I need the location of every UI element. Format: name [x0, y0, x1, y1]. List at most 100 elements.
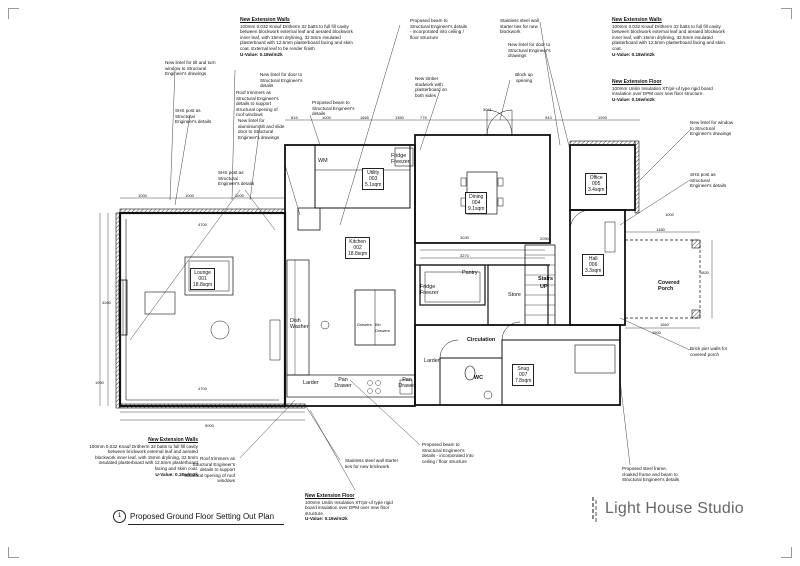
room-name: Lounge — [194, 270, 211, 276]
room-dining: Dining 004 9.1sqm — [465, 192, 488, 214]
note-lintel-tilt: New lintel for tilt and turn window to S… — [165, 60, 216, 77]
note-heading: New Extension Floor — [612, 79, 662, 85]
note-shs-post-mid: SHS post as Structural Engineer's detail… — [218, 170, 255, 187]
label-larder: Larder — [424, 358, 440, 364]
note-lintel-door: New lintel for door to Structural Engine… — [260, 72, 303, 89]
dim: 1500 — [652, 330, 661, 335]
note-lintel-alum: New lintel for aluminium tilt and slide … — [238, 118, 285, 140]
brick-pier-top — [691, 239, 701, 249]
dim: 815 — [291, 115, 298, 120]
dim: 1820 — [700, 270, 709, 275]
note-block-up: Block up opening — [515, 72, 533, 83]
dim: 1665 — [360, 115, 369, 120]
note-body: 100mm 0.032 Knauf Dritherm 32 batts to f… — [89, 443, 198, 471]
label-store: Store — [508, 292, 521, 298]
note-ext-walls-right: New Extension Walls 100mm 0.032 Knauf Dr… — [612, 17, 730, 57]
label-pan-drawer-2: Pan Drawer — [398, 377, 416, 389]
label-pantry: Pantry — [462, 270, 478, 276]
label-pan-drawer: Pan Drawer — [334, 377, 352, 389]
note-steel-starter-top: Stainless steel wall starter ties for ne… — [500, 18, 539, 35]
note-shs-post-left: SHS post as Structural Engineer's detail… — [175, 108, 212, 125]
crop-mark — [8, 8, 19, 19]
note-body: 100mm Unilin Insulation XT/pir-uf type r… — [612, 85, 713, 97]
room-area: 3.3sqm — [585, 268, 602, 274]
dim: 1990 — [95, 380, 104, 385]
label-bin-drawers: Bin Drawers — [375, 322, 390, 333]
label-wc: WC — [474, 375, 483, 381]
room-name: Hall — [588, 256, 598, 262]
dim: 1480 — [656, 227, 665, 232]
wall-kitchen — [284, 144, 416, 407]
note-heading: New Extension Walls — [240, 17, 290, 23]
snug-sofa — [574, 344, 616, 374]
dim: 1000 — [185, 193, 194, 198]
note-steel-frame: Proposed steel frame, cloaked frame and … — [622, 466, 680, 483]
wall-snug — [501, 339, 621, 406]
dim: 943 — [545, 115, 552, 120]
note-lintel-window-right: New lintel for window to Structural Engi… — [690, 120, 734, 137]
room-hall: Hall 006 3.3sqm — [582, 254, 605, 276]
room-name: Kitchen — [349, 239, 366, 245]
label-up: UP — [540, 284, 548, 290]
room-name: Office — [589, 175, 603, 181]
room-number: 005 — [592, 181, 601, 187]
note-roof-trimmers-bottom: Roof trimmers as Structural Engineer's d… — [184, 456, 235, 484]
new-wall-top — [119, 208, 286, 214]
note-beam-incorp-bottom: Proposed beam to Structural Engineer's d… — [422, 442, 474, 464]
dim: 775 — [420, 115, 427, 120]
drawing-title: Proposed Ground Floor Setting Out Plan — [130, 512, 275, 521]
note-ext-walls-bottom: New Extension Walls 100mm 0.032 Knauf Dr… — [88, 437, 198, 477]
room-name: Dining — [469, 194, 484, 200]
crop-mark — [781, 547, 792, 558]
fridge — [394, 147, 414, 167]
note-uvalue: U-Value: 0.18w/m2k — [240, 51, 283, 57]
note-body: 100mm 0.032 Knauf Dritherm 32 batts to f… — [612, 23, 725, 51]
brick-pier-bottom — [691, 309, 701, 319]
room-utility: Utility 003 5.1sqm — [362, 168, 385, 190]
room-number: 003 — [369, 176, 378, 182]
room-name: Snug — [517, 366, 530, 372]
label-stairs: Stairs — [538, 276, 553, 282]
label-drawers: Drawers — [357, 322, 372, 327]
note-beam-incorp-top: Proposed beam to Structural Engineer's d… — [410, 18, 468, 40]
drawing-number: 1 — [113, 510, 126, 523]
note-body: 100mm 0.032 Knauf Dritherm 32 batts to f… — [240, 23, 353, 51]
dim: 3270 — [460, 253, 469, 258]
room-number: 002 — [353, 245, 362, 251]
room-area: 3.4sqm — [588, 187, 605, 193]
room-area: 5.1sqm — [365, 182, 382, 188]
new-wall-left — [115, 212, 121, 409]
note-uvalue: U-Value: 0.16w/m2k — [305, 516, 348, 522]
note-uvalue: U-Value: 0.18w/m2k — [155, 471, 198, 477]
label-larder-2: Larder — [303, 380, 319, 386]
sofa — [184, 256, 234, 296]
dim: 3030 — [460, 235, 469, 240]
note-steel-starter-bottom: Stainless steel wall starter ties for ne… — [345, 458, 399, 469]
note-timber-stud: New timber studwork with plasterboard on… — [415, 76, 447, 98]
dim: 4700 — [198, 386, 207, 391]
room-area: 18.8sqm — [348, 251, 368, 257]
room-lounge: Lounge 001 18.8sqm — [190, 268, 216, 290]
dim: 3041 — [483, 107, 492, 112]
dim: 1000 — [322, 115, 331, 120]
label-fridge-freezer: Fridge Freezer — [391, 153, 410, 165]
dim: 1000 — [665, 212, 674, 217]
room-office: Office 005 3.4sqm — [585, 173, 608, 195]
note-roof-trimmers-top: Roof trimmers as Structural Engineer's d… — [236, 90, 279, 118]
new-wall-office-top — [569, 140, 636, 146]
wall-hall — [569, 209, 626, 326]
dim: 1993 — [598, 115, 607, 120]
crop-mark — [781, 8, 792, 19]
label-fridge-freezer-2: Fridge Freezer — [420, 284, 439, 296]
label-covered-porch: Covered Porch — [658, 280, 680, 292]
wall-wc — [439, 357, 503, 406]
dim: 2050 — [540, 236, 549, 241]
note-heading: New Extension Walls — [612, 17, 662, 23]
room-area: 7.8sqm — [515, 378, 532, 384]
note-lintel-door-right: New lintel for door to Structural Engine… — [508, 42, 551, 59]
note-ext-floor-right: New Extension Floor 100mm Unilin Insulat… — [612, 79, 730, 102]
note-heading: New Extension Floor — [305, 493, 355, 499]
note-shs-post-right: SHS post as Structural Engineer's detail… — [690, 172, 727, 189]
new-wall-office-right — [634, 140, 640, 214]
